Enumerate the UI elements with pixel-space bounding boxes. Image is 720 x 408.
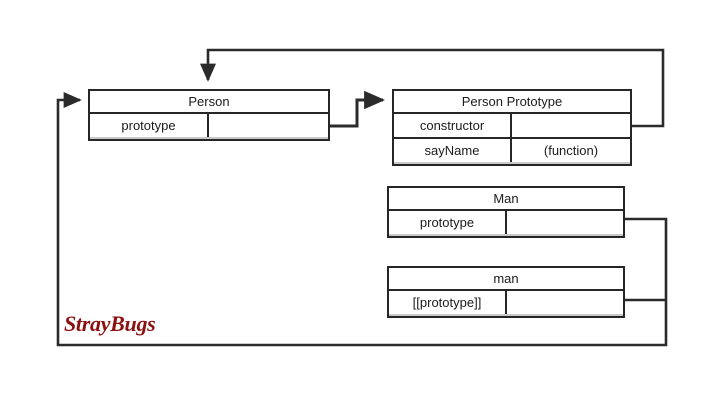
connector-person-prototype: [330, 90, 386, 128]
object-box-man-instance[interactable]: man [[prototype]]: [387, 266, 625, 318]
property-key-internal-prototype: [[prototype]]: [389, 291, 507, 316]
property-value-prototype: [507, 211, 623, 236]
property-key-sayname: sayName: [394, 139, 512, 164]
object-title-man-instance: man: [389, 268, 623, 291]
property-key-constructor: constructor: [394, 114, 512, 137]
object-row-internal-prototype[interactable]: [[prototype]]: [389, 291, 623, 316]
object-title-person: Person: [90, 91, 328, 114]
object-row-man-prototype[interactable]: prototype: [389, 211, 623, 236]
object-row-constructor[interactable]: constructor: [394, 114, 630, 164]
object-title-man: Man: [389, 188, 623, 211]
property-value-prototype: [209, 114, 328, 139]
property-value-constructor: [512, 114, 630, 137]
object-row-person-prototype[interactable]: prototype: [90, 114, 328, 139]
object-title-person-prototype: Person Prototype: [394, 91, 630, 114]
property-key-prototype: prototype: [389, 211, 507, 236]
connector-constructor-to-person: [199, 48, 665, 128]
object-box-person-prototype[interactable]: Person Prototype constructor sayName (fu…: [392, 89, 632, 166]
property-value-sayname: (function): [543, 143, 599, 158]
property-value-internal-prototype: [507, 291, 623, 316]
object-box-man[interactable]: Man prototype: [387, 186, 625, 238]
object-box-person[interactable]: Person prototype: [88, 89, 330, 141]
object-row-sayname[interactable]: sayName (function): [394, 139, 630, 164]
property-key-prototype: prototype: [90, 114, 209, 139]
connector-man-prototype-to-person: [56, 91, 668, 347]
watermark-straybugs: StrayBugs: [64, 311, 156, 336]
